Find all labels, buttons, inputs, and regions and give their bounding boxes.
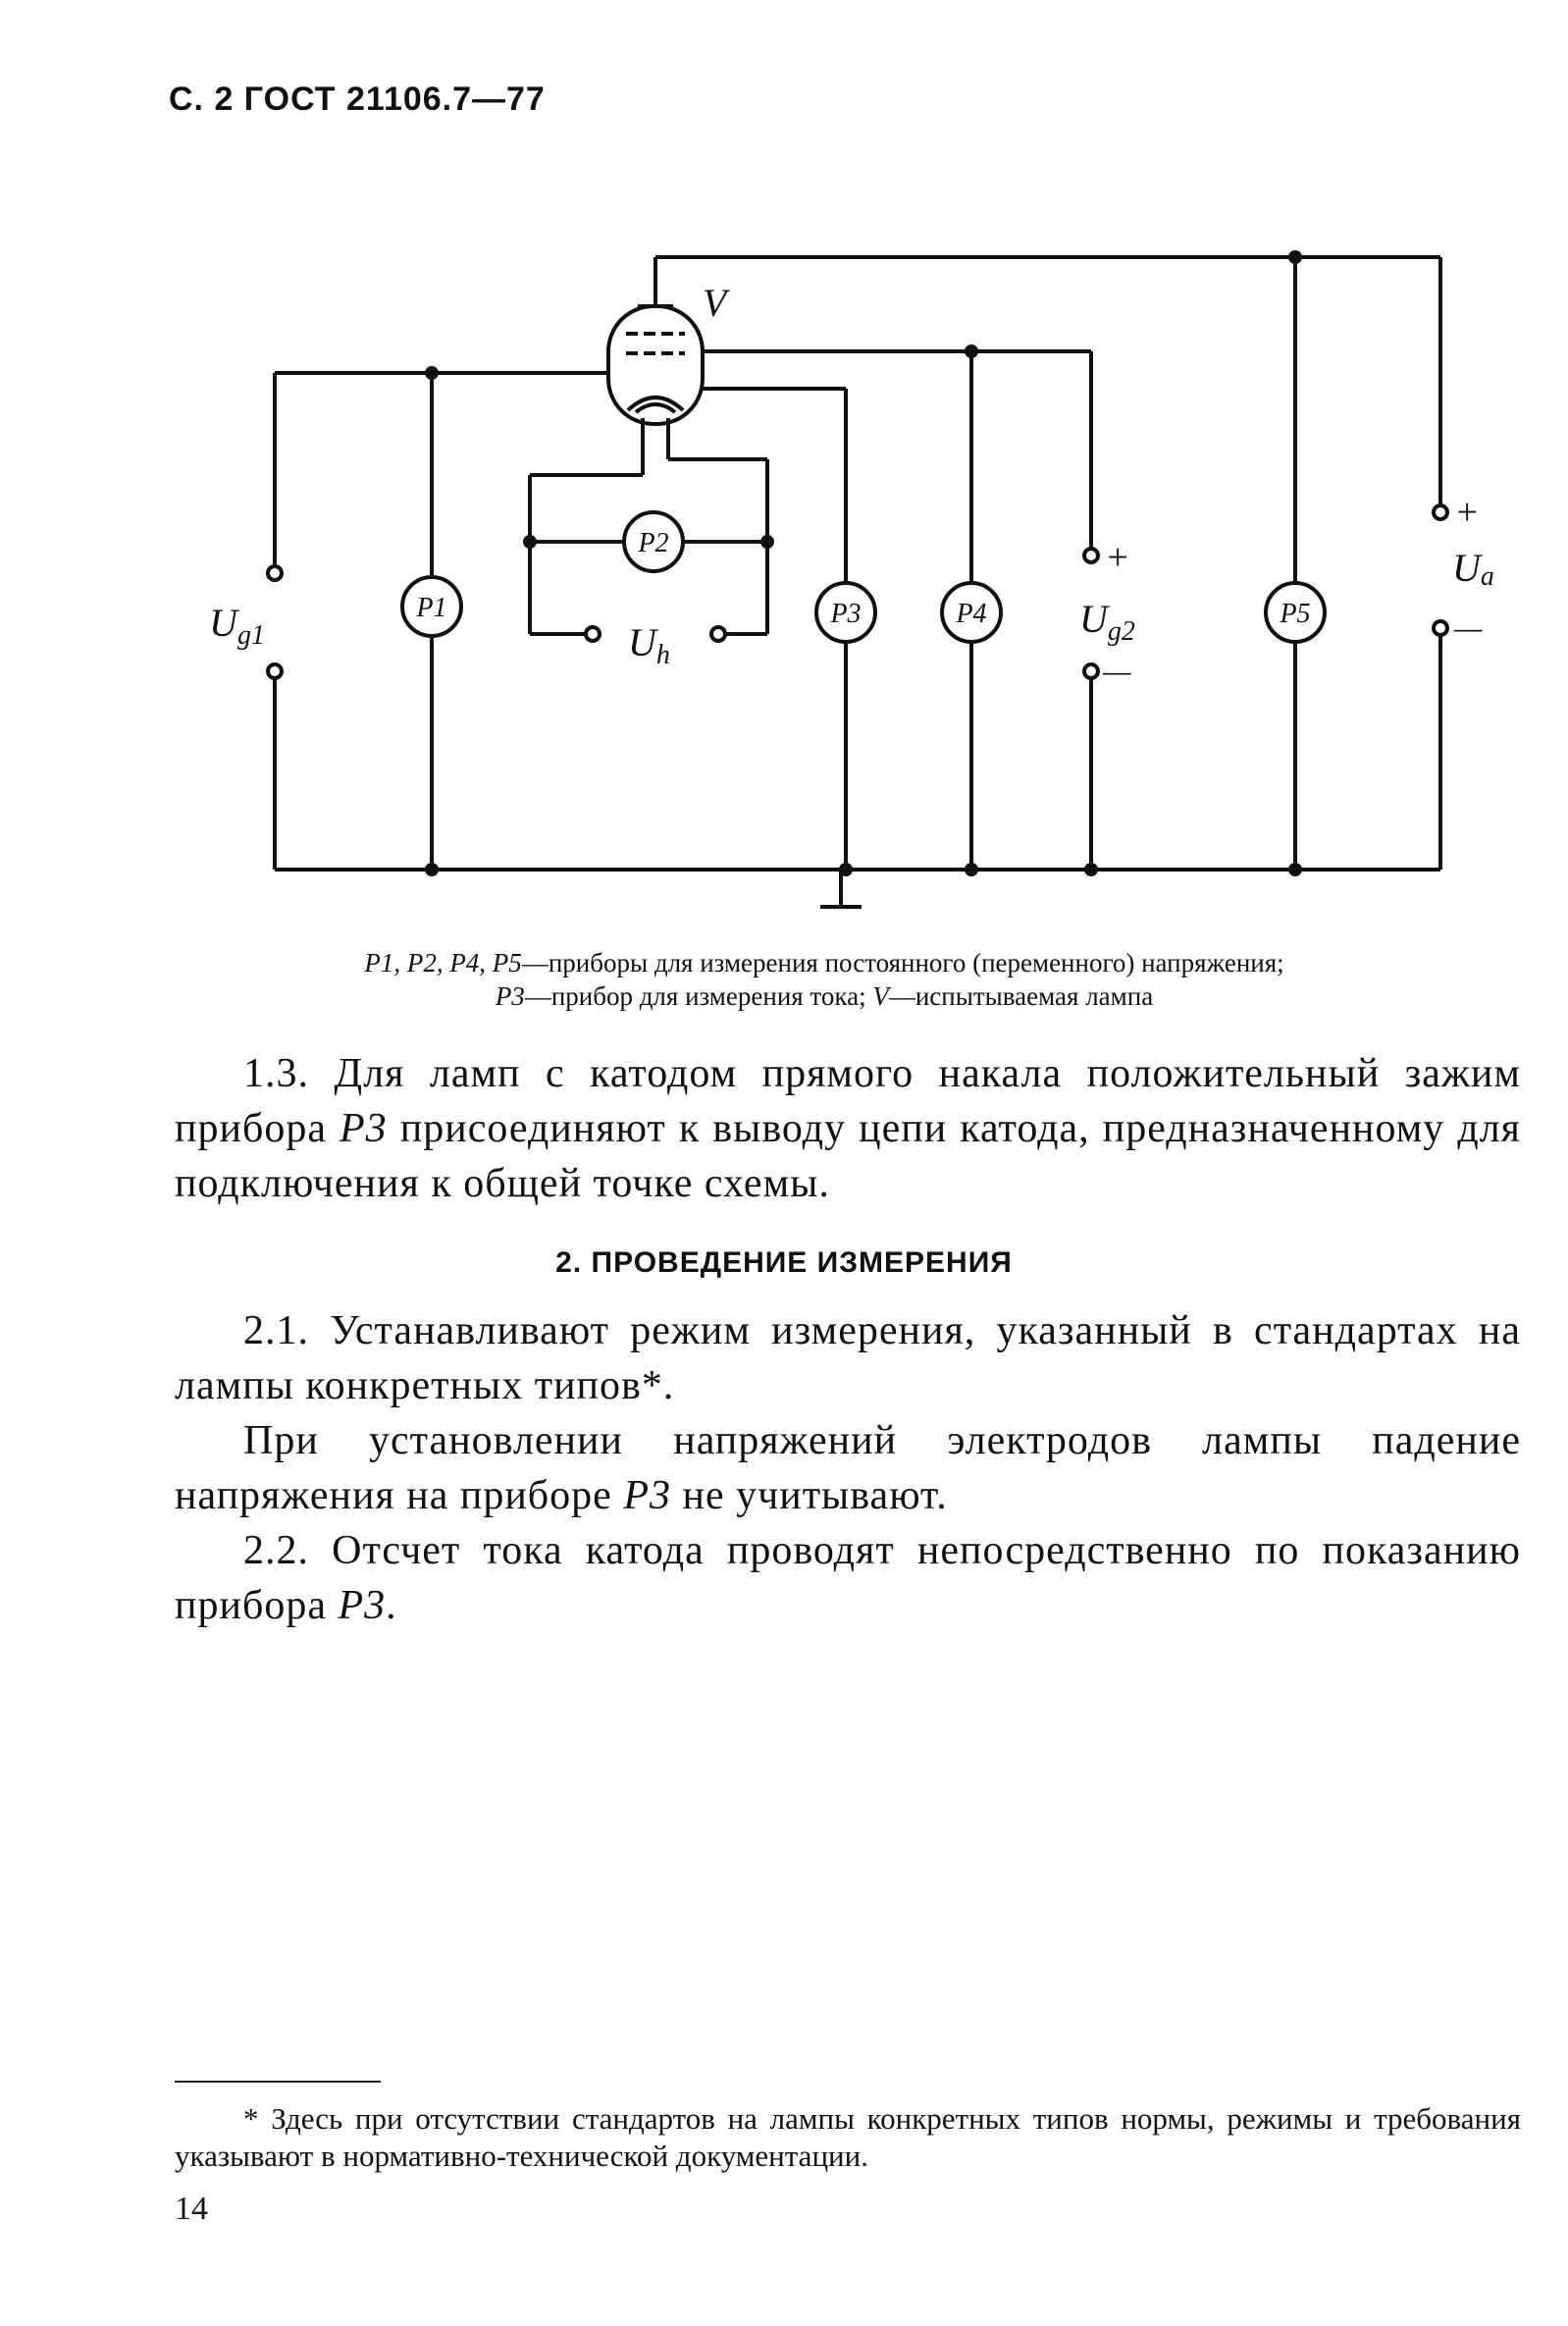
ua-plus: +: [1454, 492, 1480, 533]
meter-label-p2: P2: [637, 528, 668, 558]
meter-p3: [814, 581, 877, 644]
page-header: С. 2 ГОСТ 21106.7—77: [169, 80, 546, 118]
meter-label-p3: P3: [829, 599, 861, 629]
lamp-label: V: [703, 281, 731, 325]
caption-line-2: P3—прибор для измерения тока; V—испытыва…: [495, 981, 1154, 1011]
paragraph-2-2: 2.2. Отсчет тока катода проводят непосре…: [175, 1528, 1521, 1628]
circuit-diagram: V P1 P2 P3 P4 P5 Ug1 Uh Ug2 Ua + — + —: [209, 250, 1494, 909]
page-number: 14: [175, 2191, 208, 2227]
meter-label-p1: P1: [415, 593, 446, 623]
vacuum-tube: [606, 257, 705, 426]
paragraph-2-1b: При установлении напряжений электродов л…: [175, 1418, 1521, 1518]
meter-p1: [400, 575, 463, 638]
section-2-title: 2. ПРОВЕДЕНИЕ ИЗМЕРЕНИЯ: [555, 1246, 1013, 1279]
paragraph-1-3: 1.3. Для ламп с катодом прямого накала п…: [175, 1051, 1522, 1206]
ua-minus: —: [1453, 609, 1483, 645]
paragraph-2-1: 2.1. Устанавливают режим измерения, указ…: [175, 1308, 1521, 1408]
footnote: * Здесь при отсутствии стандартов на лам…: [175, 2101, 1521, 2173]
label-uh: Uh: [628, 620, 670, 670]
ug2-plus: +: [1105, 537, 1130, 578]
ug2-minus: —: [1102, 653, 1131, 688]
figure-caption: P1, P2, P4, P5—приборы для измерения пос…: [196, 946, 1452, 1013]
meter-label-p4: P4: [955, 599, 986, 629]
section-1-3: 1.3. Для ламп с катодом прямого накала п…: [175, 1046, 1521, 1211]
label-ug1: Ug1: [209, 601, 265, 651]
meter-p2: [622, 510, 685, 573]
meter-p5: [1264, 581, 1327, 644]
label-ua: Ua: [1452, 546, 1494, 592]
section-2-body: 2.1. Устанавливают режим измерения, указ…: [175, 1303, 1521, 1633]
label-ug2: Ug2: [1079, 597, 1135, 647]
meter-label-p5: P5: [1279, 599, 1310, 629]
meter-p4: [940, 581, 1003, 644]
caption-line-1: P1, P2, P4, P5—приборы для измерения пос…: [364, 948, 1284, 978]
footnote-rule: [175, 2081, 381, 2083]
